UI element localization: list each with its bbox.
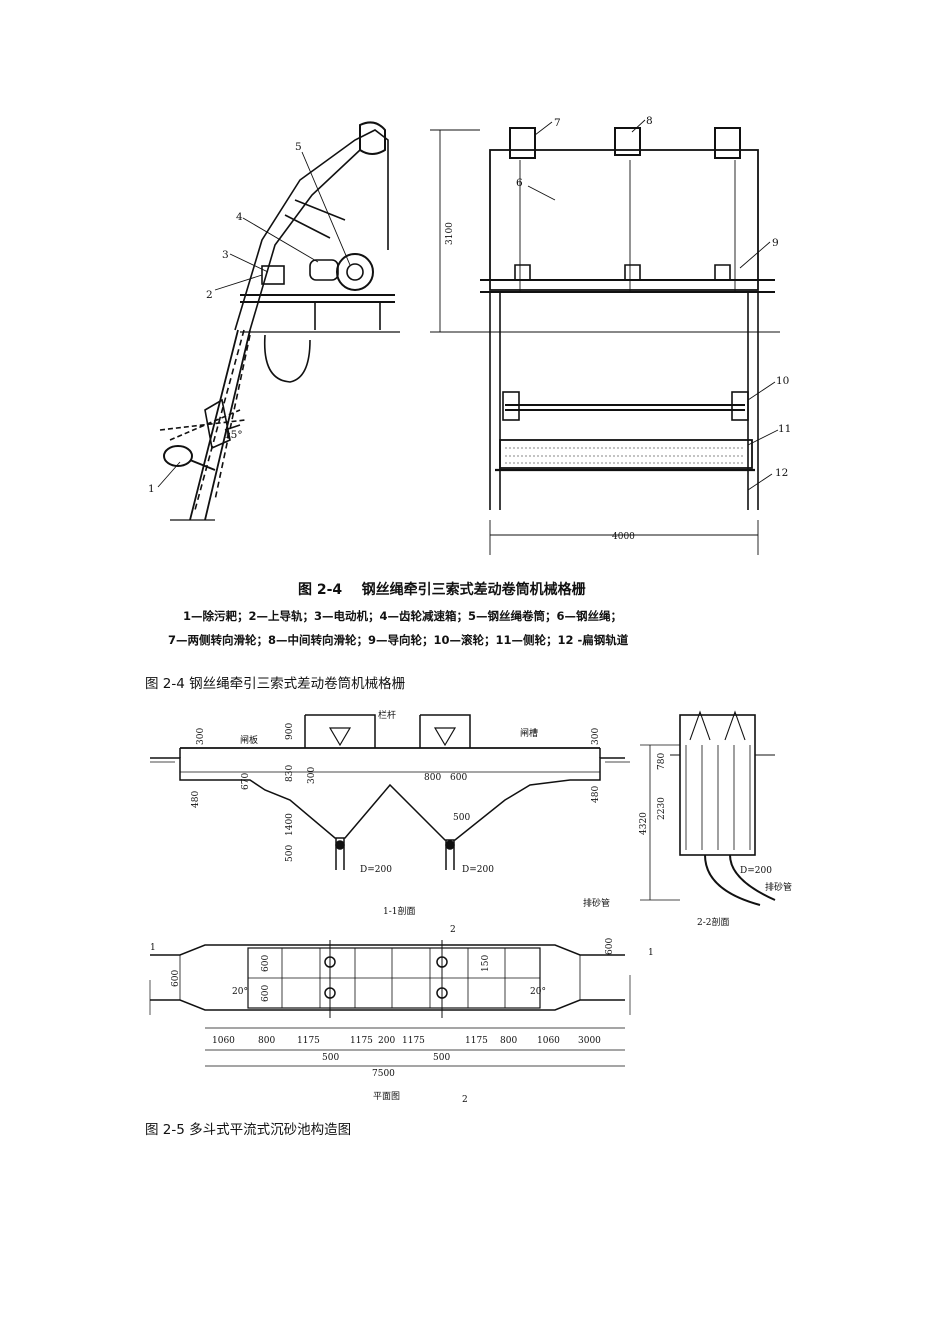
dim-2230: 2230 <box>657 797 667 820</box>
dim-4320: 4320 <box>639 812 649 835</box>
dim-mid-500: 500 <box>453 813 470 823</box>
callout-9: 9 <box>772 237 779 249</box>
plan-dim-1175-a: 1175 <box>297 1036 320 1046</box>
angle-label: 15° <box>224 429 243 441</box>
height-dimension: 3100 <box>445 222 455 245</box>
dim-left-480: 480 <box>191 791 201 808</box>
outlet-label-2-2: 排砂管 <box>765 881 792 893</box>
angle-right: 20° <box>530 987 546 997</box>
section-mark-2-bottom: 2 <box>462 1095 468 1105</box>
dim-mid-800: 800 <box>424 773 441 783</box>
dim-center-830: 830 <box>285 765 295 782</box>
plan-dim-500-b: 500 <box>433 1053 450 1063</box>
plan-dim-600-right: 600 <box>605 938 615 955</box>
plan-dim-600-b: 600 <box>261 985 271 1002</box>
callout-3: 3 <box>222 249 229 261</box>
plan-dim-150: 150 <box>481 955 491 972</box>
dim-780: 780 <box>657 753 667 770</box>
section-2-2-labels: 780 2230 4320 D=200 排砂管 2-2剖面 <box>639 753 792 928</box>
dim-center-900: 900 <box>285 723 295 740</box>
figure-2-4-caption: 图 2-4 钢丝绳牵引三索式差动卷筒机械格栅 <box>145 676 406 692</box>
figure-2-4-legend-line1: 1—除污耙；2—上导轨；3—电动机；4—齿轮减速箱；5—钢丝绳卷筒；6—钢丝绳； <box>183 609 623 623</box>
callout-1: 1 <box>148 483 155 495</box>
dim-right-480: 480 <box>591 786 601 803</box>
plan-dim-800-left: 800 <box>258 1036 275 1046</box>
callout-7: 7 <box>554 117 561 129</box>
section-mark-1-left: 1 <box>150 943 156 953</box>
pipe-label-1: D=200 <box>360 865 392 875</box>
plan-total-7500: 7500 <box>372 1069 395 1079</box>
dim-center-300: 300 <box>307 767 317 784</box>
figure-2-4-legend-line2: 7—两侧转向滑轮；8—中间转向滑轮；9—导向轮；10—滚轮；11—侧轮；12 -… <box>168 633 629 647</box>
section-mark-1-right: 1 <box>648 948 654 958</box>
pipe-label-2-2: D=200 <box>740 866 772 876</box>
label-gate: 闸板 <box>240 734 258 746</box>
figure-2-4-drawing: 5 4 3 2 1 15° 7 8 6 9 10 11 12 3100 40 <box>148 115 791 555</box>
callout-8: 8 <box>646 115 653 127</box>
dim-mid-600: 600 <box>450 773 467 783</box>
outlet-label: 排砂管 <box>583 897 610 909</box>
plan-dim-1060-left: 1060 <box>212 1036 235 1046</box>
plan-title: 平面图 <box>373 1091 400 1102</box>
plan-dim-1175-c: 1175 <box>402 1036 425 1046</box>
callout-12: 12 <box>775 467 788 479</box>
plan-dim-1175-b: 1175 <box>350 1036 373 1046</box>
pipe-label-2: D=200 <box>462 865 494 875</box>
section-2-2 <box>640 710 776 906</box>
front-view-labels: 7 8 6 9 10 11 12 3100 4000 <box>445 115 791 542</box>
section-mark-2-top: 2 <box>450 925 456 935</box>
label-channel: 闸槽 <box>520 727 538 739</box>
dim-right-300: 300 <box>591 728 601 745</box>
figure-2-4-title-text: 钢丝绳牵引三索式差动卷筒机械格栅 <box>361 582 586 598</box>
callout-11: 11 <box>778 423 791 435</box>
side-view <box>157 121 400 521</box>
dim-left-670: 670 <box>241 773 251 790</box>
figure-2-4-title: 图 2-4 钢丝绳牵引三索式差动卷筒机械格栅 <box>298 579 586 599</box>
angle-left: 20° <box>232 987 248 997</box>
label-rail: 栏杆 <box>378 709 396 721</box>
plan-dim-500-a: 500 <box>322 1053 339 1063</box>
plan-view-labels: 2 2 1 1 600 600 600 150 600 20° 20° 1060… <box>150 925 654 1105</box>
plan-dim-1175-d: 1175 <box>465 1036 488 1046</box>
dim-center-1400: 1400 <box>285 813 295 836</box>
section-2-2-title: 2-2剖面 <box>697 916 730 928</box>
side-view-labels: 5 4 3 2 1 15° <box>148 141 302 495</box>
plan-dim-200: 200 <box>378 1036 395 1046</box>
plan-dim-800-right: 800 <box>500 1036 517 1046</box>
width-dimension: 4000 <box>612 532 635 542</box>
plan-dim-600-a: 600 <box>261 955 271 972</box>
section-1-1-labels: 栏杆 闸板 闸槽 300 670 480 900 830 300 1400 50… <box>191 709 610 917</box>
figure-2-5-caption: 图 2-5 多斗式平流式沉砂池构造图 <box>145 1122 352 1138</box>
figure-2-5-drawing: 栏杆 闸板 闸槽 300 670 480 900 830 300 1400 50… <box>149 709 792 1105</box>
callout-5: 5 <box>295 141 302 153</box>
dim-center-500: 500 <box>285 845 295 862</box>
section-1-1 <box>150 714 630 870</box>
plan-dim-3000: 3000 <box>578 1036 601 1046</box>
figure-2-4-number: 图 2-4 <box>298 582 343 598</box>
plan-view <box>149 940 631 1067</box>
dim-left-300: 300 <box>196 728 206 745</box>
callout-6: 6 <box>516 177 523 189</box>
plan-dim-600-left: 600 <box>171 970 181 987</box>
section-1-1-title: 1-1剖面 <box>383 905 416 917</box>
callout-10: 10 <box>776 375 789 387</box>
callout-2: 2 <box>206 289 213 301</box>
callout-4: 4 <box>236 211 243 223</box>
front-view <box>430 119 780 555</box>
plan-dim-1060-right: 1060 <box>537 1036 560 1046</box>
